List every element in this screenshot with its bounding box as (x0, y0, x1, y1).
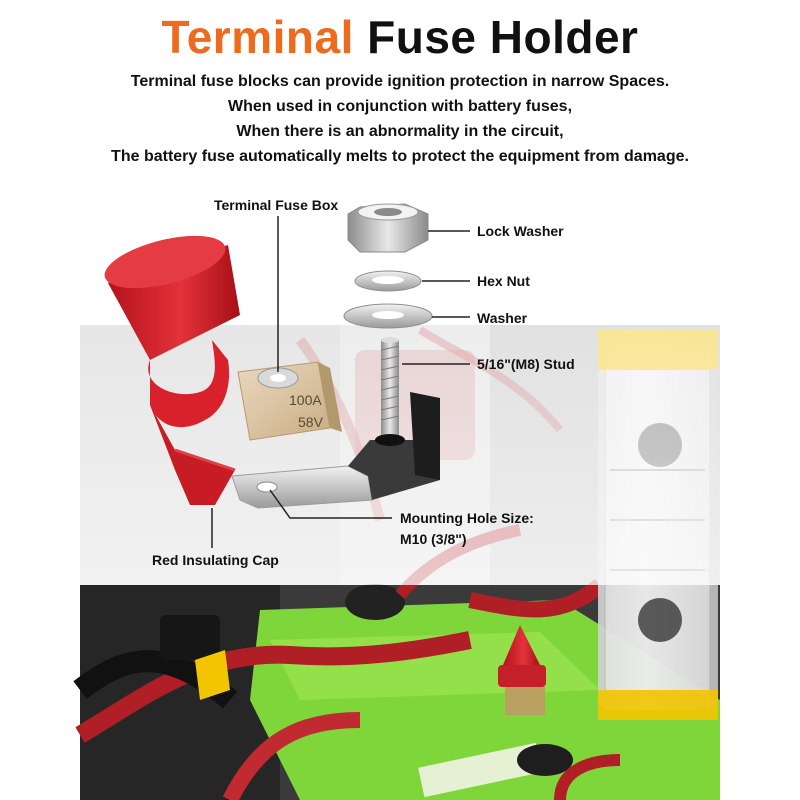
fuse-voltage: 58V (298, 414, 323, 430)
fuse-graphic (237, 361, 342, 441)
description: Terminal fuse blocks can provide ignitio… (0, 69, 800, 169)
title-rest: Fuse Holder (367, 11, 639, 63)
label-lock-washer: Lock Washer (477, 223, 564, 239)
leader-lines (211, 216, 470, 548)
label-hex-nut: Hex Nut (477, 273, 530, 289)
description-line: The battery fuse automatically melts to … (111, 148, 689, 165)
description-line: When there is an abnormality in the circ… (236, 123, 564, 140)
stud-bracket-graphic (231, 337, 440, 509)
label-mounting-hole-line2: M10 (3/8") (400, 531, 467, 547)
label-washer: Washer (477, 310, 528, 326)
page-title: Terminal Fuse Holder (0, 10, 800, 64)
red-insulating-cap-graphic (104, 235, 240, 505)
label-red-insulating-cap: Red Insulating Cap (152, 552, 279, 568)
label-terminal-fuse-box: Terminal Fuse Box (214, 197, 339, 213)
title-accent: Terminal (161, 11, 354, 63)
description-line: When used in conjunction with battery fu… (227, 98, 573, 115)
description-line: Terminal fuse blocks can provide ignitio… (130, 73, 670, 90)
label-stud: 5/16"(M8) Stud (477, 356, 575, 372)
label-mounting-hole-line1: Mounting Hole Size: (400, 510, 534, 526)
hardware-stack-graphic (343, 203, 433, 329)
fuse-rating: 100A (289, 392, 322, 408)
